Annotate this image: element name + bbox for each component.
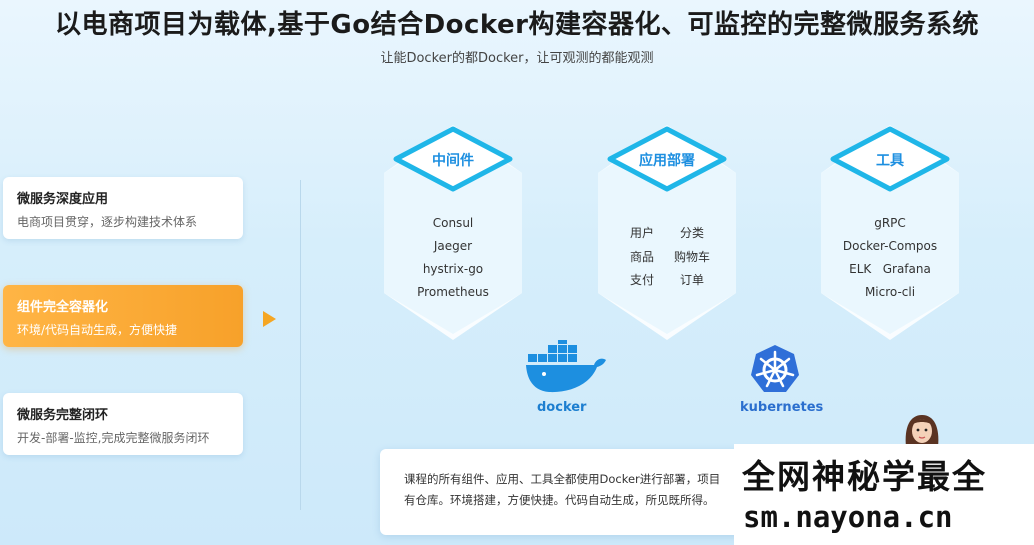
panel-item: 商品 bbox=[629, 249, 654, 264]
kubernetes-label: kubernetes bbox=[740, 400, 824, 415]
feature-card-microservice[interactable]: 微服务深度应用 电商项目贯穿，逐步构建技术体系 bbox=[3, 177, 243, 239]
docker-label: docker bbox=[537, 400, 587, 415]
watermark-text: 全网神秘学最全 bbox=[742, 457, 987, 496]
hex-panel-shape bbox=[821, 125, 959, 340]
feature-title: 组件完全容器化 bbox=[17, 300, 109, 315]
divider bbox=[300, 180, 301, 510]
panel-title: 工具 bbox=[876, 153, 904, 169]
feature-desc: 环境/代码自动生成，方便快捷 bbox=[17, 323, 178, 337]
panel-item: 用户 bbox=[629, 226, 654, 240]
panel-item: Docker-Compos bbox=[842, 239, 938, 253]
panel-title: 应用部署 bbox=[639, 153, 695, 169]
page-title: 以电商项目为载体,基于Go结合Docker构建容器化、可监控的完整微服务系统 bbox=[55, 10, 979, 40]
description-line: 课程的所有组件、应用、工具全都使用Docker进行部署，项目 bbox=[404, 472, 721, 486]
panel-tools: 工具 gRPC Docker-Compos ELK Grafana Micro-… bbox=[821, 125, 959, 340]
panel-item: Micro-cli bbox=[864, 285, 916, 299]
description-box: 课程的所有组件、应用、工具全都使用Docker进行部署，项目 有仓库。环境搭建，… bbox=[380, 449, 780, 535]
feature-title: 微服务完整闭环 bbox=[17, 408, 109, 423]
panel-item: ELK Grafana bbox=[849, 262, 931, 276]
watermark-overlay: 全网神秘学最全 sm.nayona.cn bbox=[734, 444, 1034, 545]
feature-desc: 开发-部署-监控,完成完整微服务闭环 bbox=[17, 431, 210, 445]
feature-card-container[interactable]: 组件完全容器化 环境/代码自动生成，方便快捷 bbox=[3, 285, 243, 347]
panel-item: hystrix-go bbox=[422, 262, 484, 276]
docker-logo-icon bbox=[526, 340, 606, 393]
panel-item: 订单 bbox=[679, 273, 704, 287]
panel-item: 支付 bbox=[629, 273, 654, 287]
panel-deploy: 应用部署 用户 分类 商品 购物车 支付 订单 bbox=[598, 125, 736, 340]
panel-item: 分类 bbox=[679, 226, 704, 240]
panel-item: gRPC bbox=[874, 216, 906, 230]
page-subtitle: 让能Docker的都Docker，让可观测的都能观测 bbox=[380, 51, 654, 66]
watermark-url: sm.nayona.cn bbox=[743, 500, 953, 534]
panel-item: Jaeger bbox=[433, 239, 473, 253]
description-line: 有仓库。环境搭建，方便快捷。代码自动生成，所见既所得。 bbox=[404, 493, 715, 507]
panel-item: 购物车 bbox=[673, 249, 710, 264]
hex-panel-shape bbox=[384, 125, 522, 340]
panel-middleware: 中间件 Consul Jaeger hystrix-go Prometheus bbox=[384, 125, 522, 340]
active-arrow-icon bbox=[263, 311, 276, 327]
feature-title: 微服务深度应用 bbox=[17, 192, 109, 207]
panel-item: Prometheus bbox=[417, 285, 489, 299]
panel-item: Consul bbox=[432, 216, 474, 230]
avatar bbox=[905, 415, 939, 447]
panel-title: 中间件 bbox=[432, 153, 474, 169]
hex-panel-shape bbox=[598, 125, 736, 340]
feature-card-closed-loop[interactable]: 微服务完整闭环 开发-部署-监控,完成完整微服务闭环 bbox=[3, 393, 243, 455]
kubernetes-logo-icon bbox=[751, 345, 799, 392]
feature-desc: 电商项目贯穿，逐步构建技术体系 bbox=[17, 215, 198, 229]
